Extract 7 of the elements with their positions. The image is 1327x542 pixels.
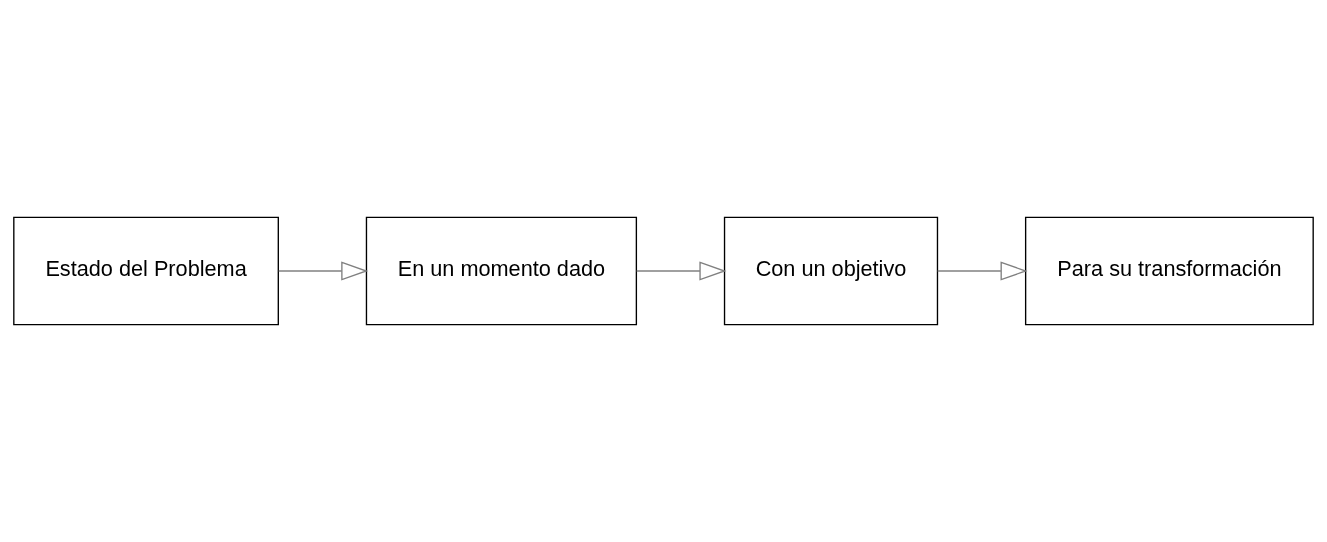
- arrow: [936, 261, 1028, 281]
- node-box: Con un objetivo: [723, 216, 939, 326]
- node-box: Estado del Problema: [13, 216, 279, 326]
- arrow: [278, 261, 369, 281]
- node-box: En un momento dado: [365, 216, 638, 326]
- node-box: Para su transformación: [1024, 216, 1314, 326]
- arrow: [636, 261, 727, 281]
